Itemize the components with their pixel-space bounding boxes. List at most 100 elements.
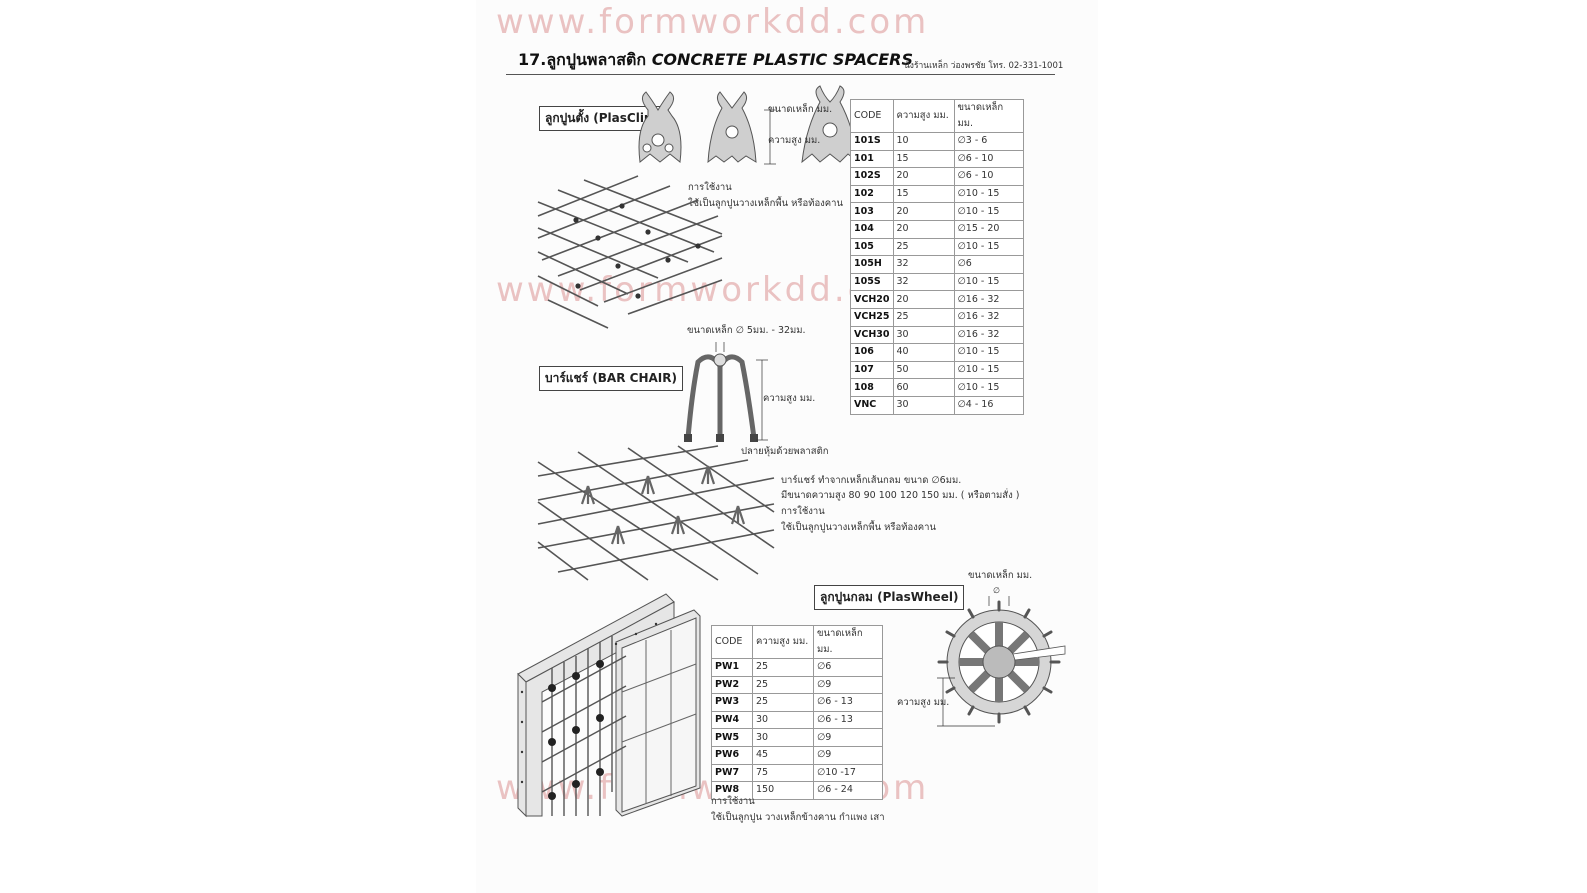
cell-height: 75	[752, 763, 814, 783]
cell-height: 25	[752, 658, 814, 677]
cell-code: PW6	[711, 745, 753, 765]
cell-code: PW7	[711, 763, 753, 783]
cell-bar-size: ∅6 - 10	[953, 167, 1024, 186]
cell-height: 20	[892, 167, 955, 186]
barchair-desc-1: บาร์แชร์ ทำจากเหล็กเส้นกลม ขนาด ∅6มม.	[781, 475, 962, 486]
barchair-tip-note: ปลายหุ้มด้วยพลาสติก	[741, 446, 829, 457]
barchair-rebar-mesh	[537, 445, 775, 581]
cell-bar-size: ∅10 - 15	[953, 184, 1024, 204]
plasclip-rebar-mesh	[537, 175, 723, 329]
page-title: 17.ลูกปูนพลาสติก CONCRETE PLASTIC SPACER…	[518, 48, 913, 73]
plaswheel-label: ลูกปูนกลม (PlasWheel)	[814, 585, 965, 610]
cell-bar-size: ∅9	[813, 675, 883, 695]
cell-bar-size: ∅16 - 32	[953, 307, 1024, 327]
plasclip-usage-title: การใช้งาน	[688, 182, 732, 193]
barchair-usage-text: ใช้เป็นลูกปูนวางเหล็กพื้น หรือท้องคาน	[781, 522, 936, 533]
cell-height: 30	[752, 728, 814, 747]
cell-height: 32	[892, 272, 955, 292]
cell-bar-size: ∅6 - 24	[813, 781, 883, 800]
cell-height: 20	[892, 202, 955, 221]
barchair-drawing	[684, 342, 768, 442]
barchair-label: บาร์แชร์ (BAR CHAIR)	[539, 366, 683, 391]
cell-height: 25	[752, 675, 814, 695]
cell-code: 107	[850, 360, 894, 380]
cell-height: 15	[892, 184, 955, 204]
cell-bar-size: ∅16 - 32	[953, 325, 1024, 345]
cell-height: 60	[892, 378, 955, 397]
cell-bar-size: ∅15 - 20	[953, 219, 1024, 239]
plaswheel-dim-bar: ขนาดเหล็ก มม.	[968, 570, 1033, 581]
cell-bar-size: ∅10 - 15	[953, 343, 1024, 362]
cell-height: 20	[892, 219, 955, 239]
cell-code: 105H	[850, 255, 894, 274]
cell-bar-size: ∅10 - 15	[953, 272, 1024, 292]
cell-height: 30	[892, 395, 955, 415]
plaswheel-drawing	[937, 596, 1066, 727]
cell-code: 105	[850, 237, 894, 257]
cell-code: 105S	[850, 272, 894, 292]
column-header: CODE	[850, 99, 894, 133]
cell-bar-size: ∅6	[953, 255, 1024, 274]
cell-code: PW2	[711, 675, 753, 695]
barchair-dim-height: ความสูง มม.	[763, 393, 816, 404]
plaswheel-dim-symbol: ∅	[993, 586, 1000, 595]
cell-bar-size: ∅3 - 6	[953, 132, 1024, 151]
cell-code: 102	[850, 184, 894, 204]
plasclip-usage-text: ใช้เป็นลูกปูนวางเหล็กพื้น หรือท้องคาน	[688, 198, 843, 209]
cell-code: 108	[850, 378, 894, 397]
cell-bar-size: ∅6 - 13	[813, 710, 883, 730]
cell-bar-size: ∅10 - 15	[953, 360, 1024, 380]
cell-bar-size: ∅6 - 13	[813, 693, 883, 712]
cell-height: 25	[892, 237, 955, 257]
plaswheel-dim-height: ความสูง มม.	[897, 697, 950, 708]
plaswheel-usage-text: ใช้เป็นลูกปูน วางเหล็กข้างคาน กำแพง เสา	[711, 812, 885, 823]
cell-code: 101	[850, 149, 894, 169]
cell-code: VCH25	[850, 307, 894, 327]
cell-code: VCH30	[850, 325, 894, 345]
cell-height: 10	[892, 132, 955, 151]
cell-bar-size: ∅9	[813, 745, 883, 765]
cell-bar-size: ∅10 - 15	[953, 202, 1024, 221]
column-header: ความสูง มม.	[892, 99, 955, 133]
cell-bar-size: ∅10 - 15	[953, 237, 1024, 257]
plasclip-dim-bar: ขนาดเหล็ก มม.	[768, 104, 833, 115]
cell-code: 104	[850, 219, 894, 239]
cell-code: 101S	[850, 132, 894, 151]
barchair-usage-title: การใช้งาน	[781, 506, 825, 517]
barchair-desc-2: มีขนาดความสูง 80 90 100 120 150 มม. ( หร…	[781, 490, 1020, 501]
cell-height: 50	[892, 360, 955, 380]
cell-height: 25	[892, 307, 955, 327]
cell-bar-size: ∅4 - 16	[953, 395, 1024, 415]
cell-code: 102S	[850, 167, 894, 186]
cell-bar-size: ∅16 - 32	[953, 290, 1024, 309]
cell-bar-size: ∅6 - 10	[953, 149, 1024, 169]
cell-height: 15	[892, 149, 955, 169]
cell-height: 45	[752, 745, 814, 765]
cell-code: PW1	[711, 658, 753, 677]
plasclip-dim-height: ความสูง มม.	[768, 135, 821, 146]
cell-bar-size: ∅10 -17	[813, 763, 883, 783]
plaswheel-usage-title: การใช้งาน	[711, 796, 755, 807]
cell-height: 30	[752, 710, 814, 730]
cell-height: 25	[752, 693, 814, 712]
